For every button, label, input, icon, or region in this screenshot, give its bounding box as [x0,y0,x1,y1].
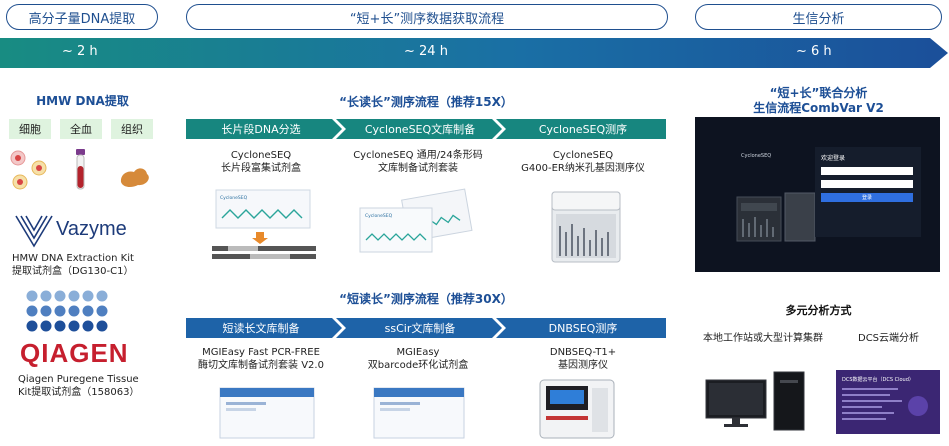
login-username-field[interactable] [821,167,913,175]
long-step-sequencing: CycloneSEQ测序 [538,123,628,136]
svg-text:CycloneSEQ: CycloneSEQ [365,213,393,219]
long-product-2-line2: 文库制备试剂套装 [378,163,458,174]
short-product-1: MGIEasy Fast PCR-FREE 酶切文库制备试剂套装 V2.0 [186,346,336,372]
dna-section-title: HMW DNA提取 [36,94,129,108]
qiagen-kit-line2: Kit提取试剂盒（158063） [18,387,140,398]
timeline-arrow [0,38,948,68]
kit-box-brand: CycloneSEQ [220,195,248,201]
long-flow-title: “长读长”测序流程（推荐15X） [339,95,513,109]
short-product-3-line2: 基因测序仪 [558,360,608,371]
stage-bioinformatics: 生信分析 [695,4,942,30]
short-product-1-line2: 酶切文库制备试剂套装 V2.0 [198,360,324,371]
dcs-cloud-screenshot: DCS数据云平台（DCS Cloud） [836,370,940,434]
timeline-label-dna: ~ 2 h [62,44,98,59]
combvar-login-screenshot: CycloneSEQ 欢迎登录 登录 [695,117,940,272]
stage-dna-label: 高分子量DNA提取 [28,11,136,27]
sample-tag-cells: 细胞 [9,119,51,139]
stage-bio-label: 生信分析 [792,11,845,27]
short-product-1-line1: MGIEasy Fast PCR-FREE [202,347,320,358]
stage-seq-label: “短+长”测序数据获取流程 [349,11,505,27]
multi-analysis-title: 多元分析方式 [785,304,852,317]
cloud-option-label: DCS云端分析 [858,333,920,344]
login-title: 欢迎登录 [821,155,846,162]
long-product-2-line1: CycloneSEQ 通用/24条形码 [353,150,483,161]
short-step-sequencing: DNBSEQ测序 [548,322,618,335]
tissue-icon [120,168,149,187]
long-product-2: CycloneSEQ 通用/24条形码 文库制备试剂套装 [336,149,500,175]
vazyme-kit-line1: HMW DNA Extraction Kit [12,253,134,264]
dcs-screen-content [842,388,928,420]
dcs-screen-title: DCS数据云平台（DCS Cloud） [842,377,914,383]
long-product-3-line2: G400-ER纳米孔基因测序仪 [521,163,645,174]
short-flow-title: “短读长”测序流程（推荐30X） [339,292,513,306]
stage-sequencing: “短+长”测序数据获取流程 [186,4,668,30]
short-product-2-line1: MGIEasy [396,347,440,358]
vazyme-kit-line2: 提取试剂盒（DG130-C1） [12,266,134,277]
login-password-field[interactable] [821,180,913,188]
sample-tag-tissue: 组织 [111,119,153,139]
long-product-1-line2: 长片段富集试剂盒 [221,163,301,174]
timeline-label-seq: ~ 24 h [404,44,448,59]
mgieasy-pcr-free-kit-image [219,387,315,439]
screen-brand: CycloneSEQ [741,153,772,159]
short-step-sscir-prep: ssCir文库制备 [384,322,456,335]
stage-dna-extraction: 高分子量DNA提取 [6,4,158,30]
library-prep-kit-image: CycloneSEQ [359,188,473,253]
cells-icon [10,150,47,190]
short-flow-arrows [186,318,666,338]
g400-sequencer-image [551,191,621,263]
long-step-size-selection: 长片段DNA分选 [221,123,301,136]
screen-device-image [736,192,816,242]
qiagen-dots-icon [26,290,108,332]
timeline-label-bio: ~ 6 h [796,44,832,59]
long-product-3: CycloneSEQ G400-ER纳米孔基因测序仪 [500,149,666,175]
qiagen-kit-line1: Qiagen Puregene Tissue [18,374,139,385]
sample-icons [10,149,149,190]
long-product-3-line1: CycloneSEQ [552,150,614,161]
short-product-2: MGIEasy 双barcode环化试剂盒 [336,346,500,372]
long-product-1: CycloneSEQ 长片段富集试剂盒 [186,149,336,175]
qiagen-logo-text: QIAGEN [20,338,129,368]
vazyme-logo-mark [15,215,53,248]
long-step-library-prep: CycloneSEQ文库制备 [364,123,476,136]
vazyme-logo-text: Vazyme [56,218,127,240]
blood-tube-icon [76,149,85,190]
local-option-label: 本地工作站或大型计算集群 [703,333,823,344]
short-product-2-line2: 双barcode环化试剂盒 [367,360,469,371]
login-panel: 欢迎登录 登录 [815,147,921,237]
short-product-3: DNBSEQ-T1+ 基因测序仪 [500,346,666,372]
bio-title-line2: 生信流程CombVar V2 [753,101,884,115]
workstation-icon [705,371,805,431]
short-product-3-line1: DNBSEQ-T1+ [549,347,617,358]
dnbseq-t1-sequencer-image [539,379,615,439]
bio-title-line1: “短+长”联合分析 [769,86,868,100]
short-step-library-prep: 短读长文库制备 [222,322,300,335]
mgieasy-barcode-kit-image [373,387,465,439]
long-product-1-line1: CycloneSEQ [230,150,292,161]
sample-tag-blood: 全血 [60,119,102,139]
long-flow-arrows [186,119,666,139]
login-button[interactable]: 登录 [821,193,913,202]
enrichment-kit-image: CycloneSEQ [212,189,316,259]
